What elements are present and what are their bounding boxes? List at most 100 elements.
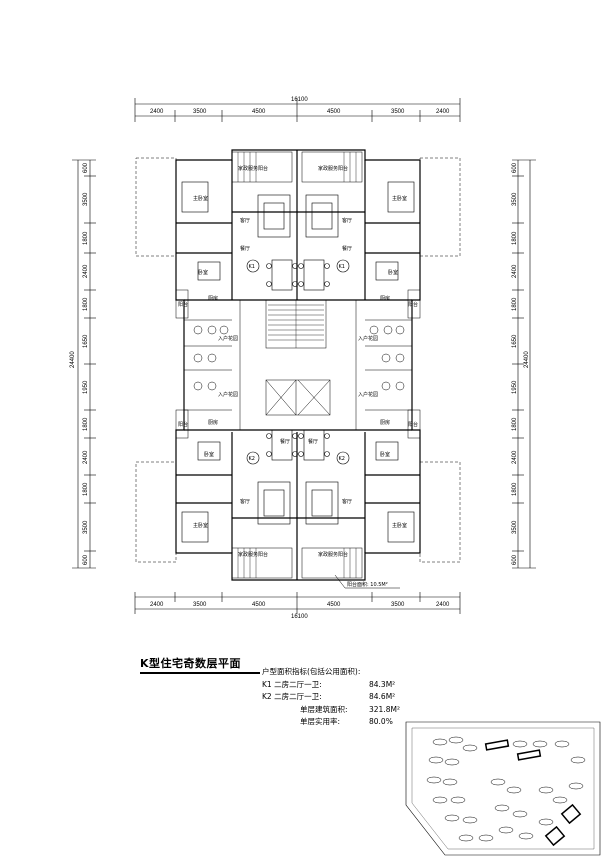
room-kitchen-tr: 厨房 <box>380 295 390 302</box>
dim-top-5: 3500 <box>391 109 405 115</box>
metrics-row-efficiency: 单层实用率: 80.0% <box>262 716 412 729</box>
dim-left-2: 3500 <box>83 192 89 206</box>
room-dining-tr: 餐厅 <box>342 245 352 252</box>
room-kitchen-br: 厨房 <box>380 419 390 426</box>
room-bedroom-br: 卧室 <box>380 451 390 458</box>
metrics-value-k2: 84.6M² <box>369 692 396 701</box>
dim-right-9: 2400 <box>512 450 518 464</box>
room-entrance-bl: 入户花园 <box>218 391 238 398</box>
room-living-tr: 客厅 <box>342 217 352 224</box>
dim-right-8: 1800 <box>512 417 518 431</box>
room-master-bedroom-tr: 主卧室 <box>392 195 407 202</box>
dim-top-3: 4500 <box>252 109 266 115</box>
room-balcony-bl: 阳台 <box>178 421 188 428</box>
dim-right-12: 600 <box>512 554 518 565</box>
metrics-label-efficiency: 单层实用率: <box>300 717 341 726</box>
dim-right-11: 3500 <box>512 520 518 534</box>
metrics-value-efficiency: 80.0% <box>369 717 393 726</box>
area-note-leader <box>334 574 400 589</box>
dim-right-6: 1650 <box>512 334 518 348</box>
bottom-dimension <box>134 592 461 614</box>
unit-k1-right: K1 <box>339 264 345 270</box>
total-width-bottom: 16100 <box>291 614 308 620</box>
room-master-bedroom-tl: 主卧室 <box>193 195 208 202</box>
drawing-title: K型住宅奇数层平面 <box>140 655 260 674</box>
dim-right-4: 2400 <box>512 264 518 278</box>
dim-right-7: 1950 <box>512 380 518 394</box>
metrics-row-k1: K1 二房二厅一卫: 84.3M² <box>262 679 412 692</box>
metrics-heading-row: 户型面积指标(包括公用面积): <box>262 666 412 679</box>
top-dimension <box>134 98 461 122</box>
room-balcony-tl: 阳台 <box>178 301 188 308</box>
dim-right-3: 1800 <box>512 231 518 245</box>
dim-left-4: 2400 <box>83 264 89 278</box>
building-outline <box>175 149 421 581</box>
metrics-label-k1: K1 二房二厅一卫: <box>262 679 322 689</box>
dim-top-2: 3500 <box>193 109 207 115</box>
dim-right-2: 3500 <box>512 192 518 206</box>
dim-bot-2: 3500 <box>193 602 207 608</box>
room-planter-br: 家政服务阳台 <box>318 551 348 558</box>
dim-left-5: 1800 <box>83 297 89 311</box>
dim-top-4: 4500 <box>327 109 341 115</box>
total-height-left: 24400 <box>70 351 76 368</box>
unit-k1-left: K1 <box>249 264 255 270</box>
bedroom-furniture <box>181 181 415 543</box>
metrics-row-floor-area: 单层建筑面积: 321.8M² <box>262 704 412 717</box>
dim-bot-6: 2400 <box>436 602 450 608</box>
metrics-heading: 户型面积指标(包括公用面积): <box>262 667 361 676</box>
dim-left-10: 1800 <box>83 482 89 496</box>
room-planter-tr: 家政服务阳台 <box>318 165 348 172</box>
room-bedroom-tr: 卧室 <box>388 269 398 276</box>
room-planter-bl: 家政服务阳台 <box>238 551 268 558</box>
dim-bot-1: 2400 <box>150 602 164 608</box>
area-note: 阳台面积: 10.5M² <box>347 581 388 588</box>
room-balcony-br: 阳台 <box>408 421 418 428</box>
dim-right-10: 1800 <box>512 482 518 496</box>
dim-top-6: 2400 <box>436 109 450 115</box>
living-furniture <box>257 194 339 525</box>
stairs <box>237 152 357 578</box>
interior-walls <box>175 151 421 579</box>
dim-left-6: 1650 <box>83 334 89 348</box>
room-balcony-tr: 阳台 <box>408 301 418 308</box>
right-dimension <box>512 159 536 569</box>
total-height-right: 24400 <box>524 351 530 368</box>
room-planter-tl: 家政服务阳台 <box>238 165 268 172</box>
room-entrance-l: 入户花园 <box>218 335 238 342</box>
dim-left-7: 1950 <box>83 380 89 394</box>
unit-k2-right: K2 <box>339 456 345 462</box>
dim-left-9: 2400 <box>83 450 89 464</box>
area-metrics: 户型面积指标(包括公用面积): K1 二房二厅一卫: 84.3M² K2 二房二… <box>262 666 412 729</box>
unit-k2-left: K2 <box>249 456 255 462</box>
metrics-value-floor-area: 321.8M² <box>369 704 400 714</box>
dim-left-12: 600 <box>83 554 89 565</box>
room-dining-tl: 餐厅 <box>240 245 250 252</box>
room-bedroom-tl: 卧室 <box>198 269 208 276</box>
dim-left-1: 600 <box>83 162 89 173</box>
metrics-label-k2: K2 二房二厅一卫: <box>262 692 322 701</box>
room-entrance-r: 入户花园 <box>358 335 378 342</box>
dim-top-1: 2400 <box>150 109 164 115</box>
dim-left-3: 1800 <box>83 231 89 245</box>
room-bedroom-bl: 卧室 <box>204 451 214 458</box>
room-kitchen-bl: 厨房 <box>208 419 218 426</box>
dim-left-11: 3500 <box>83 520 89 534</box>
room-master-bedroom-bl: 主卧室 <box>193 522 208 529</box>
dim-bot-5: 3500 <box>391 602 405 608</box>
room-living-tl: 客厅 <box>240 217 250 224</box>
metrics-value-k1: 84.3M² <box>369 679 396 689</box>
left-dimension <box>72 159 96 569</box>
dim-bot-4: 4500 <box>327 602 341 608</box>
total-width-top: 16100 <box>291 97 308 103</box>
room-dining-br: 餐厅 <box>308 438 318 445</box>
room-master-bedroom-br: 主卧室 <box>392 522 407 529</box>
dim-right-1: 600 <box>512 162 518 173</box>
room-dining-bl: 餐厅 <box>280 438 290 445</box>
metrics-label-floor-area: 单层建筑面积: <box>300 704 348 714</box>
dim-bot-3: 4500 <box>252 602 266 608</box>
site-plan-thumbnail <box>405 721 601 856</box>
planters <box>193 325 405 391</box>
dining-furniture <box>266 259 330 461</box>
dim-left-8: 1800 <box>83 417 89 431</box>
